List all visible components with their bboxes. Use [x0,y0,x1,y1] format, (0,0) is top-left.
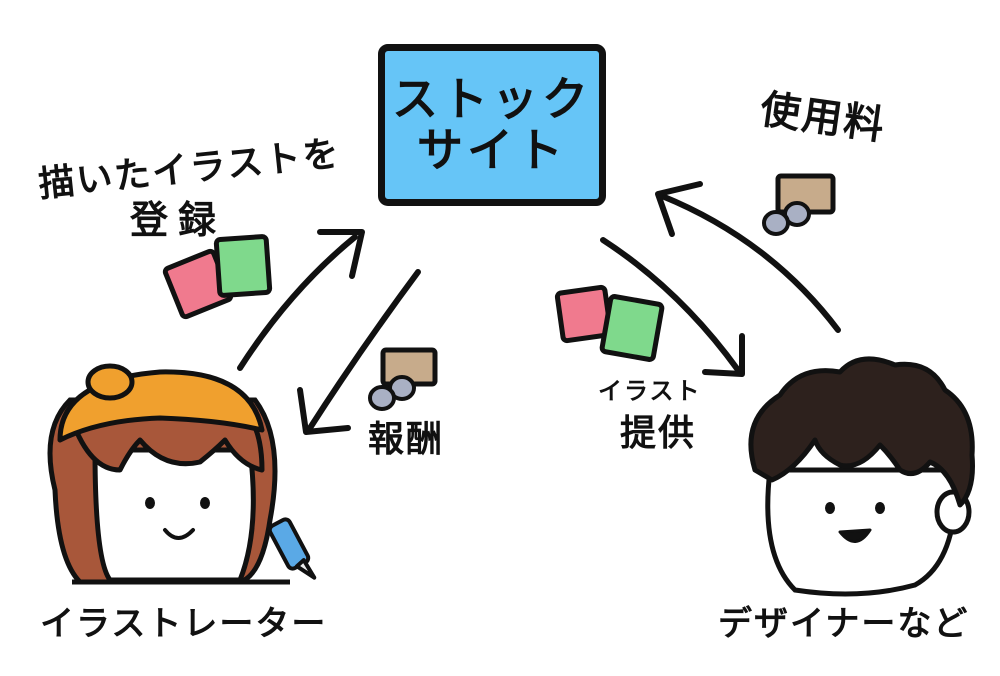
upload-label-line2: 登録 [130,198,227,242]
illustrator-label: イラストレーター [40,604,328,644]
stock-site-title-line1: ストック [392,72,592,127]
illustrator-character [47,363,290,585]
designer-hair [748,356,975,508]
reward-arrow [297,269,421,435]
designer-label: デザイナーなど [718,604,970,644]
designer-character [748,356,975,597]
usage-fee-arrow [655,181,841,333]
provide-arrow [600,237,745,377]
illustration-card-icon [554,284,665,362]
stock-site-box: ストック サイト [378,44,606,206]
upload-arrow [237,229,365,371]
coin-icon [368,375,416,411]
stock-site-title-line2: サイト [417,123,567,177]
coin-icon [762,201,811,236]
provide-label-line2: 提供 [620,413,697,454]
provide-label-line1: イラスト [598,377,702,405]
reward-label: 報酬 [368,419,445,460]
pen-icon [267,517,317,580]
illustration-card-icon [162,234,273,320]
